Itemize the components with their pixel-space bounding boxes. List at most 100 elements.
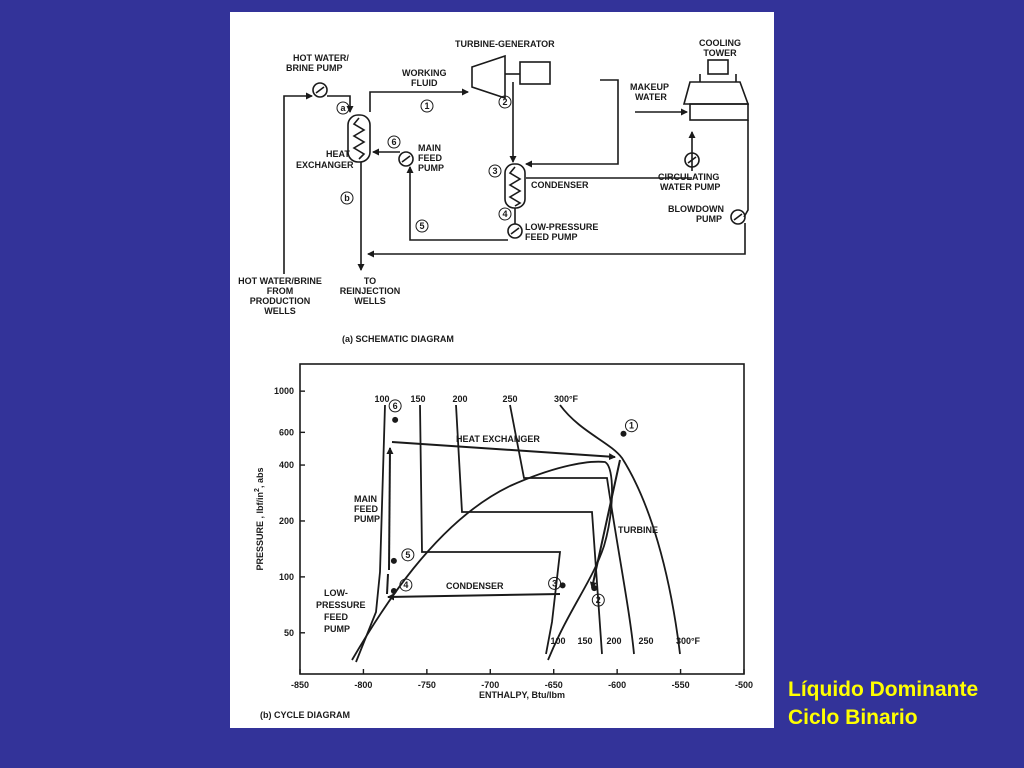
heat-exchanger-annotation: HEAT EXCHANGER bbox=[456, 434, 540, 444]
reinjection-label-1: TO bbox=[364, 276, 376, 286]
condenser-shell bbox=[504, 163, 526, 209]
lp-pump-annotation-1: LOW- bbox=[324, 588, 348, 598]
lp-pump-process bbox=[386, 573, 389, 595]
main-feed-pump-label-3: PUMP bbox=[418, 163, 444, 173]
cycle-caption: (b) CYCLE DIAGRAM bbox=[260, 710, 350, 720]
heat-exchanger-process bbox=[391, 441, 616, 461]
state-marker-2 bbox=[498, 95, 512, 109]
y-tick-label: 100 bbox=[279, 572, 294, 582]
lp-feed-line bbox=[406, 166, 508, 241]
y-axis-label: PRESSURE , lbf/in2, abs bbox=[254, 468, 265, 571]
marker-3-text: 3 bbox=[492, 166, 497, 176]
marker-1-text: 1 bbox=[424, 101, 429, 111]
state-label-5: 5 bbox=[405, 550, 410, 560]
state-label-circle-4 bbox=[399, 578, 413, 592]
isotherm-bottom-label-300: 300°F bbox=[676, 636, 701, 646]
cooling-tower-label-2: TOWER bbox=[703, 48, 737, 58]
isotherm-bottom-label-100: 100 bbox=[550, 636, 565, 646]
main-feed-pump-annotation-2: FEED bbox=[354, 504, 379, 514]
heat-exchanger-coil-icon bbox=[352, 117, 366, 160]
y-tick-label: 1000 bbox=[274, 386, 294, 396]
condenser-process bbox=[387, 593, 561, 601]
state-point-4 bbox=[390, 587, 397, 594]
circulating-water-pump bbox=[684, 152, 700, 168]
blowdown-pump-label-2: PUMP bbox=[696, 214, 722, 224]
isotherm-bottom-label-200: 200 bbox=[606, 636, 621, 646]
lp-feed-pump-label-2: FEED PUMP bbox=[525, 232, 578, 242]
state-marker-b bbox=[340, 191, 354, 205]
caption-line-2: Ciclo Binario bbox=[788, 706, 918, 729]
blowdown-pump bbox=[730, 209, 746, 225]
figure-svg: a b 1 2 3 4 5 6 TURBINE-GENERATOR COOLIN… bbox=[238, 38, 753, 720]
condenser-coil-icon bbox=[508, 166, 522, 207]
pump-arrow-icon bbox=[733, 213, 743, 221]
lp-pump-annotation-3: FEED bbox=[324, 612, 349, 622]
state-marker-6 bbox=[387, 135, 401, 149]
state-label-circle-5 bbox=[401, 548, 415, 562]
cooling-tower-label-1: COOLING bbox=[699, 38, 741, 48]
y-axis-label-suffix: , abs bbox=[255, 468, 265, 489]
main-feed-pump-annotation-1: MAIN bbox=[354, 494, 377, 504]
state-label-2: 2 bbox=[596, 595, 601, 605]
heat-exchanger-label-1: HEAT bbox=[326, 149, 350, 159]
blowdown-line bbox=[743, 120, 749, 218]
main-feed-pump-label-1: MAIN bbox=[418, 143, 441, 153]
cooling-tower-icon bbox=[682, 81, 750, 105]
pump-arrow-icon bbox=[401, 155, 411, 163]
x-tick-label: -700 bbox=[481, 680, 499, 690]
source-label-3: PRODUCTION bbox=[250, 296, 311, 306]
isotherm-top-label-100: 100 bbox=[374, 394, 389, 404]
schematic-caption: (a) SCHEMATIC DIAGRAM bbox=[342, 334, 454, 344]
makeup-water-label-2: WATER bbox=[635, 92, 667, 102]
isotherm-top-label-150: 150 bbox=[410, 394, 425, 404]
cooling-water-supply-line bbox=[525, 79, 619, 168]
isotherm-300 bbox=[559, 404, 681, 655]
state-label-circle-1 bbox=[624, 419, 638, 433]
brine-to-hx-line bbox=[327, 95, 354, 113]
cycle-path bbox=[386, 441, 621, 601]
source-label-1: HOT WATER/BRINE bbox=[238, 276, 322, 286]
x-tick-label: -850 bbox=[291, 680, 309, 690]
isotherm-top-label-300: 300°F bbox=[554, 394, 579, 404]
condenser-annotation: CONDENSER bbox=[446, 581, 504, 591]
brine-supply-line bbox=[283, 92, 313, 274]
figure-panel: a b 1 2 3 4 5 6 TURBINE-GENERATOR COOLIN… bbox=[230, 12, 774, 728]
isotherm-250 bbox=[509, 404, 635, 655]
state-marker-a bbox=[336, 101, 350, 115]
turbine-annotation: TURBINE bbox=[618, 525, 658, 535]
main-pump-process bbox=[386, 447, 394, 571]
x-tick-label: -500 bbox=[735, 680, 753, 690]
source-label-2: FROM bbox=[267, 286, 294, 296]
slide-caption: Líquido Dominante Ciclo Binario bbox=[788, 676, 978, 732]
schematic-labels: a b 1 2 3 4 5 6 TURBINE-GENERATOR COOLIN… bbox=[238, 38, 741, 344]
circulating-pump-label-2: WATER PUMP bbox=[660, 182, 720, 192]
isotherm-200 bbox=[455, 404, 603, 655]
marker-a-text: a bbox=[340, 103, 346, 113]
makeup-water-label-1: MAKEUP bbox=[630, 82, 669, 92]
generator-icon bbox=[519, 61, 551, 85]
turbine-generator-label: TURBINE-GENERATOR bbox=[455, 39, 555, 49]
y-axis-label-main: PRESSURE , lbf/in bbox=[255, 492, 265, 571]
turbine-icon bbox=[471, 54, 506, 100]
x-axis-ticks: -850-800-750-700-650-600-550-500 bbox=[291, 669, 753, 690]
y-tick-label: 400 bbox=[279, 460, 294, 470]
working-fluid-line bbox=[369, 88, 469, 112]
pump-arrow-icon bbox=[510, 227, 520, 235]
cooling-tower-basin bbox=[689, 103, 749, 121]
marker-4-text: 4 bbox=[502, 209, 507, 219]
isotherm-100 bbox=[355, 404, 386, 663]
marker-5-text: 5 bbox=[419, 221, 424, 231]
low-pressure-feed-pump bbox=[507, 223, 523, 239]
saturation-dome bbox=[351, 460, 613, 661]
state-label-1: 1 bbox=[629, 421, 634, 431]
hot-water-brine-pump bbox=[312, 82, 328, 98]
state-point-2 bbox=[591, 585, 598, 592]
state-label-4: 4 bbox=[403, 580, 408, 590]
cycle-diagram: -850-800-750-700-650-600-550-500 5010020… bbox=[254, 363, 753, 720]
lp-pump-annotation-4: PUMP bbox=[324, 624, 350, 634]
hot-water-pump-label-2: BRINE PUMP bbox=[286, 63, 343, 73]
lp-pump-annotation-2: PRESSURE bbox=[316, 600, 366, 610]
cycle-plot-frame bbox=[299, 363, 745, 675]
isotherm-top-label-250: 250 bbox=[502, 394, 517, 404]
